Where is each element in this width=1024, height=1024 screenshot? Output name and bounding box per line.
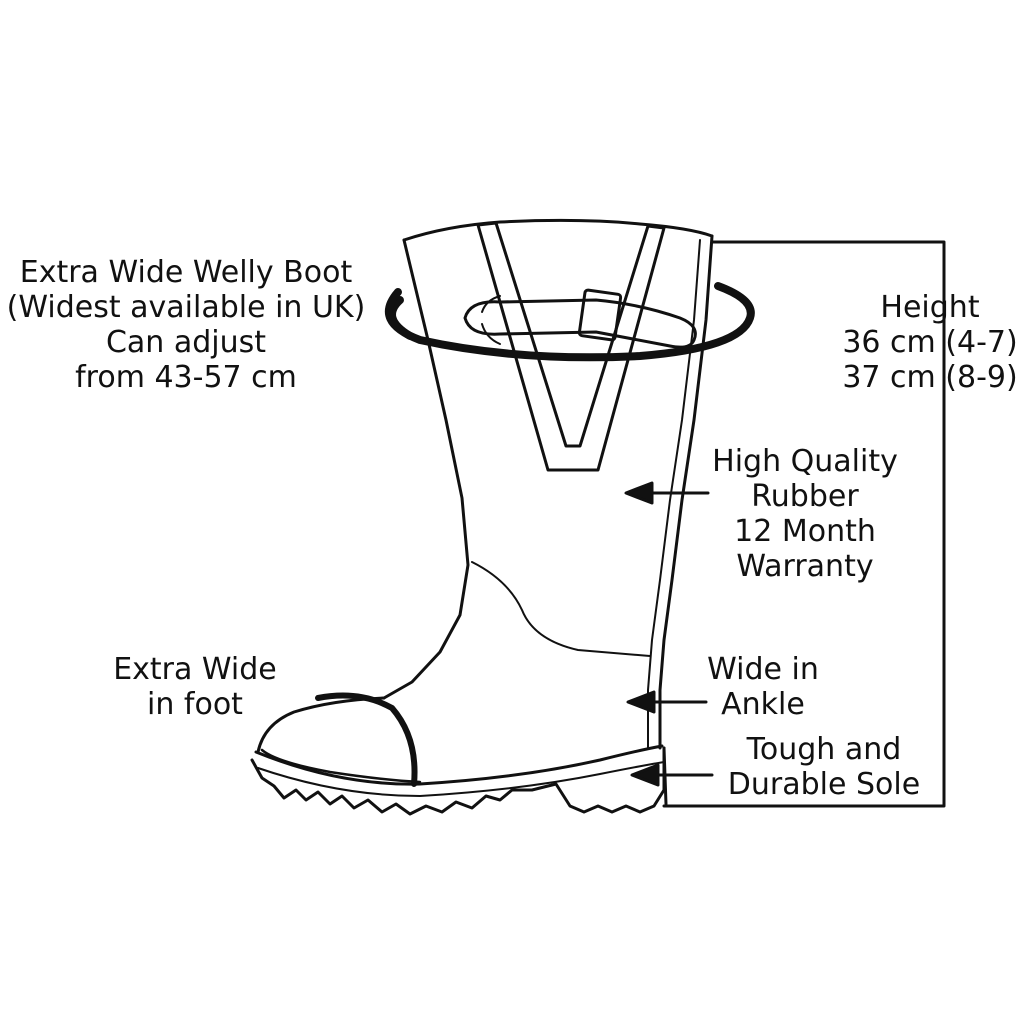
boot-sole-tread — [250, 746, 666, 816]
boot-top-rim — [402, 218, 714, 242]
boot-strap-loop — [481, 295, 501, 345]
boot-gusset — [476, 221, 666, 472]
label-line: 36 cm (4-7) — [842, 325, 1018, 360]
boot-buckle — [577, 288, 623, 342]
label-line: 12 Month — [734, 514, 876, 549]
label-line: 37 cm (8-9) — [842, 360, 1018, 395]
label-line: High Quality — [712, 444, 898, 479]
boot-sole-top — [254, 744, 664, 786]
sole-arrow-head — [630, 763, 660, 787]
boot-sole-midline — [257, 761, 665, 797]
label-line: Can adjust — [105, 325, 267, 360]
boot-shaft-left-edge — [382, 238, 470, 700]
label-line: Durable Sole — [727, 767, 921, 802]
boot-strap — [463, 298, 697, 349]
label-line: Ankle — [721, 687, 805, 722]
ankle-seam — [471, 561, 651, 657]
wide-ankle-label: Wide in Ankle — [690, 652, 836, 722]
height-bracket — [662, 240, 946, 808]
durable-sole-label: Tough and Durable Sole — [718, 732, 930, 802]
label-line: Wide in — [707, 652, 819, 687]
label-line: (Widest available in UK) — [6, 290, 366, 325]
label-line: Extra Wide — [113, 652, 277, 687]
label-line: Tough and — [746, 732, 902, 767]
boot-toe-cap — [260, 748, 422, 784]
label-line: in foot — [147, 687, 243, 722]
boot-shaft-right-inner-edge — [647, 239, 701, 749]
rubber-arrow-head — [624, 481, 654, 505]
label-line: Extra Wide Welly Boot — [19, 255, 353, 290]
ankle-arrow-head — [626, 690, 656, 714]
label-line: Warranty — [736, 549, 874, 584]
extra-wide-boot-label: Extra Wide Welly Boot (Widest available … — [0, 255, 372, 395]
circumference-ring — [384, 282, 755, 362]
rubber-quality-label: High Quality Rubber 12 Month Warranty — [700, 444, 910, 584]
boot-toe-vamp — [256, 696, 386, 754]
toe-width-arc — [315, 692, 418, 787]
boot-shaft-right-edge — [658, 234, 714, 750]
label-line: Rubber — [751, 479, 859, 514]
height-label: Height 36 cm (4-7) 37 cm (8-9) — [836, 290, 1024, 395]
label-line: from 43-57 cm — [75, 360, 297, 395]
extra-wide-foot-label: Extra Wide in foot — [100, 652, 290, 722]
label-line: Height — [880, 290, 980, 325]
